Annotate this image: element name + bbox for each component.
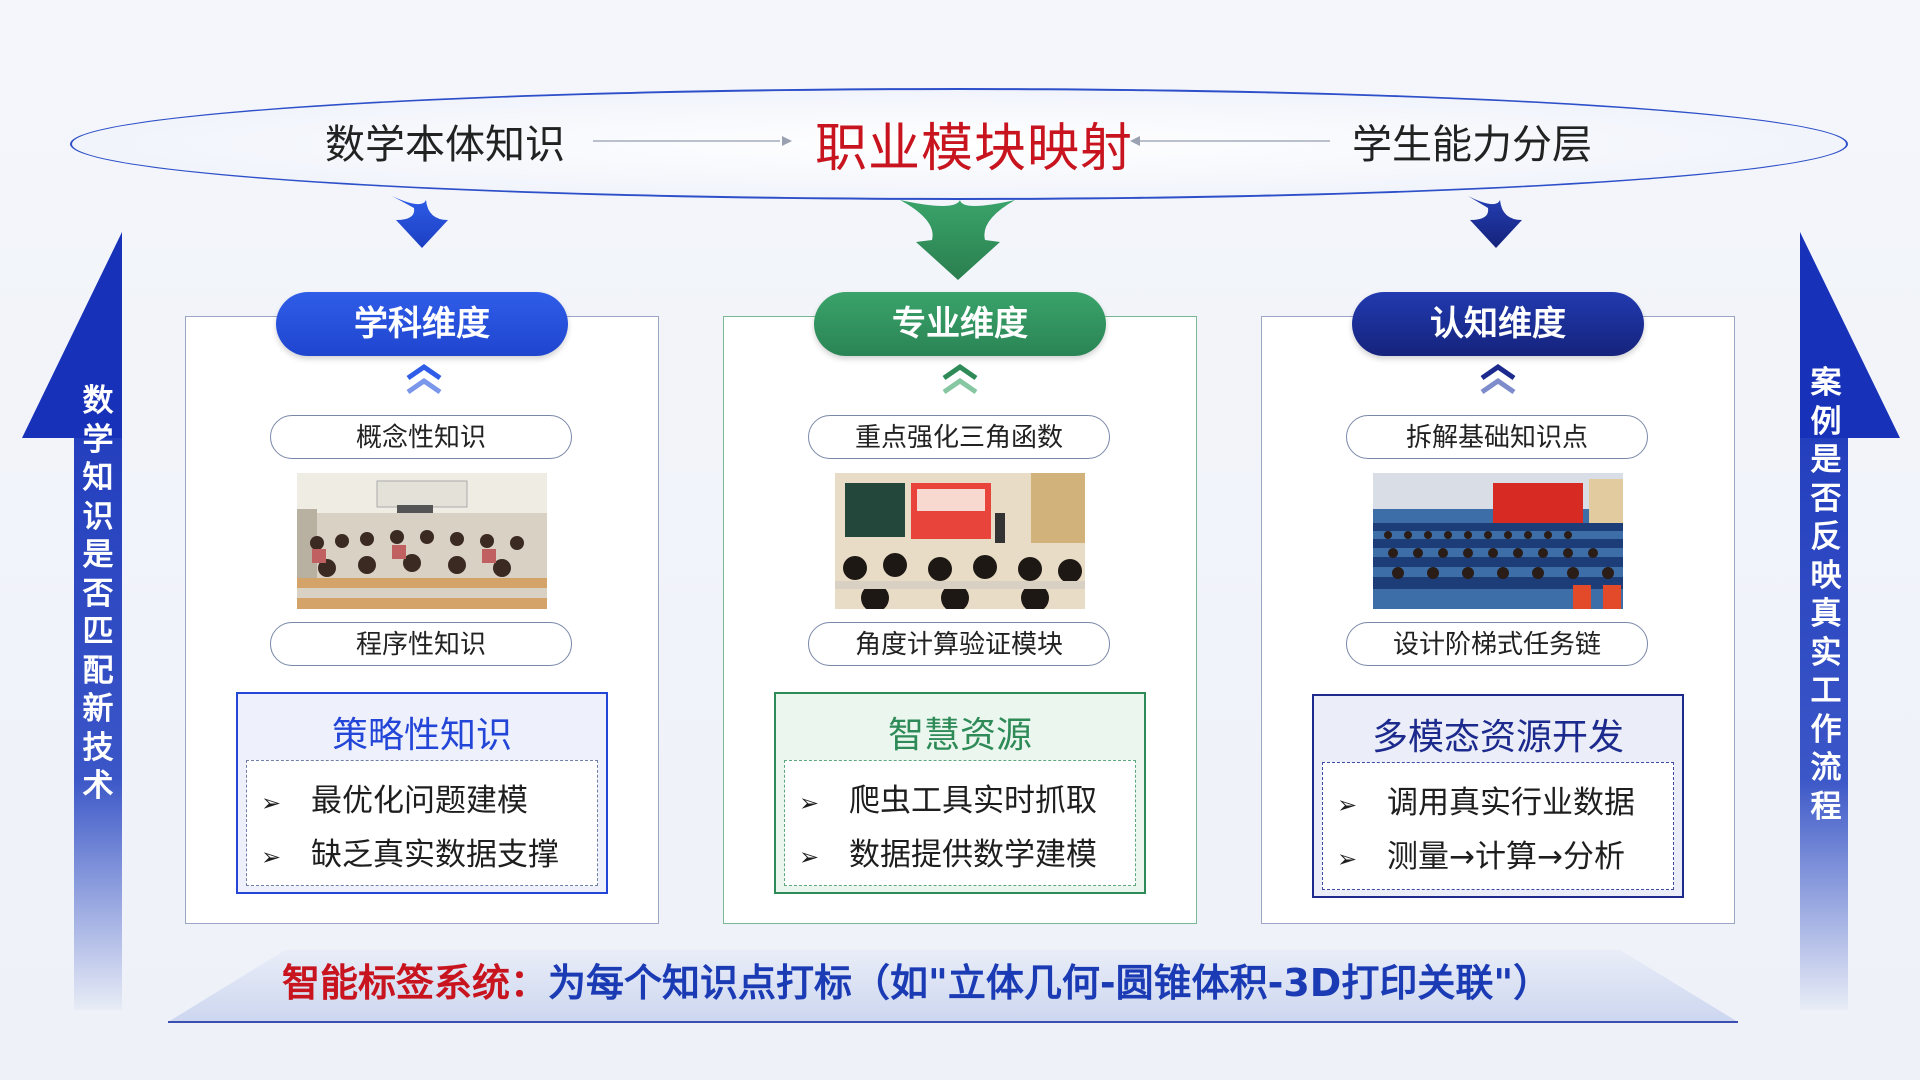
bullet-item: ➢ 最优化问题建模 <box>261 775 528 820</box>
box-smart-resource: 智慧资源 ➢ 爬虫工具实时抓取 ➢ 数据提供数学建模 <box>774 692 1146 894</box>
bullet-text: 缺乏真实数据支撑 <box>311 837 559 873</box>
subpill-bottom: 程序性知识 <box>270 622 572 666</box>
bullet-text: 爬虫工具实时抓取 <box>849 783 1097 819</box>
arrow-bullet-icon: ➢ <box>799 789 820 817</box>
bullet-text: 数据提供数学建模 <box>849 837 1097 873</box>
arrow-bullet-icon: ➢ <box>261 789 282 817</box>
pill-subject-dimension: 学科维度 <box>276 292 568 356</box>
top-right-label: 学生能力分层 <box>1352 122 1592 168</box>
bullet-item: ➢ 调用真实行业数据 <box>1337 777 1635 822</box>
box-inner: ➢ 最优化问题建模 ➢ 缺乏真实数据支撑 <box>246 760 598 886</box>
pill-major-dimension: 专业维度 <box>814 292 1106 356</box>
top-right-arrow <box>1130 136 1330 146</box>
top-ellipse <box>70 88 1848 200</box>
box-inner: ➢ 调用真实行业数据 ➢ 测量→计算→分析 <box>1322 762 1674 890</box>
classroom-photo <box>835 473 1085 609</box>
right-side-arrow-head <box>1800 232 1900 438</box>
down-arrow-navy <box>1468 196 1522 248</box>
arrow-bullet-icon: ➢ <box>261 843 282 871</box>
down-arrow-blue <box>392 196 448 248</box>
arrow-bullet-icon: ➢ <box>1337 845 1358 873</box>
bottom-caption: 智能标签系统：为每个知识点打标（如"立体几何-圆锥体积-3D打印关联"） <box>282 952 1551 1007</box>
bullet-text: 测量→计算→分析 <box>1387 839 1625 875</box>
arrow-bullet-icon: ➢ <box>1337 791 1358 819</box>
box-multimodal: 多模态资源开发 ➢ 调用真实行业数据 ➢ 测量→计算→分析 <box>1312 694 1684 898</box>
top-left-label: 数学本体知识 <box>325 122 565 168</box>
box-title: 智慧资源 <box>887 715 1032 756</box>
left-side-arrow-head <box>22 232 122 438</box>
bullet-item: ➢ 数据提供数学建模 <box>799 829 1097 874</box>
arrow-bullet-icon: ➢ <box>799 843 820 871</box>
pill-cognitive-dimension: 认知维度 <box>1352 292 1644 356</box>
subpill-top: 重点强化三角函数 <box>808 415 1110 459</box>
bottom-band <box>168 950 1738 1022</box>
subpill-bottom: 设计阶梯式任务链 <box>1346 622 1648 666</box>
double-chevron-up-icon <box>942 364 978 395</box>
bottom-caption-text: 为每个知识点打标（如"立体几何-圆锥体积-3D打印关联"） <box>548 961 1552 1005</box>
box-title: 策略性知识 <box>331 715 512 756</box>
subpill-bottom: 角度计算验证模块 <box>808 622 1110 666</box>
bottom-caption-label: 智能标签系统： <box>282 961 549 1005</box>
auditorium-photo <box>1373 473 1623 609</box>
top-center-label: 职业模块映射 <box>815 119 1134 179</box>
bullet-text: 调用真实行业数据 <box>1387 785 1635 821</box>
subpill-top: 拆解基础知识点 <box>1346 415 1648 459</box>
bullet-text: 最优化问题建模 <box>311 783 528 819</box>
classroom-photo <box>297 473 547 609</box>
subpill-top: 概念性知识 <box>270 415 572 459</box>
top-left-arrow <box>593 136 792 146</box>
down-arrow-green <box>900 200 1015 280</box>
bullet-item: ➢ 测量→计算→分析 <box>1337 831 1625 876</box>
left-side-text: 数学知识是否匹配新技术 <box>82 383 114 804</box>
box-title: 多模态资源开发 <box>1371 717 1624 758</box>
double-chevron-up-icon <box>406 364 442 395</box>
double-chevron-up-icon <box>1480 364 1516 395</box>
bullet-item: ➢ 缺乏真实数据支撑 <box>261 829 559 874</box>
box-strategy: 策略性知识 ➢ 最优化问题建模 ➢ 缺乏真实数据支撑 <box>236 692 608 894</box>
right-side-text: 案例是否反映真实工作流程 <box>1810 365 1842 825</box>
box-inner: ➢ 爬虫工具实时抓取 ➢ 数据提供数学建模 <box>784 760 1136 886</box>
bullet-item: ➢ 爬虫工具实时抓取 <box>799 775 1097 820</box>
